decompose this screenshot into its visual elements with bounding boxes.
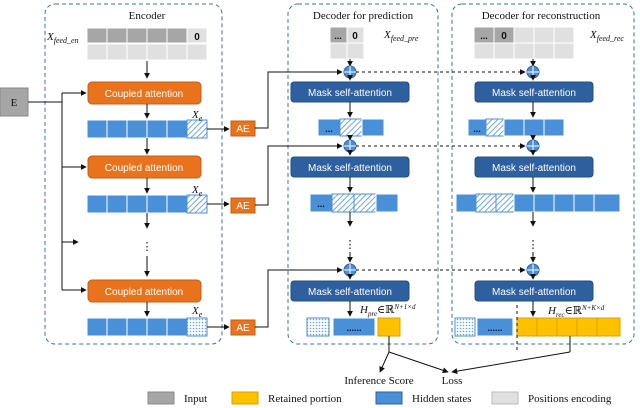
prediction-hidden-states: ... — [309, 193, 399, 213]
reconstruction-decoder-panel — [451, 3, 635, 345]
mask-self-attention-block: Mask self-attention — [290, 81, 410, 103]
svg-text:Coupled attention: Coupled attention — [105, 287, 183, 298]
svg-text:......: ...... — [346, 323, 361, 333]
mask-self-attention-block: Mask self-attention — [474, 156, 594, 178]
mask-self-attention-block: Mask self-attention — [290, 156, 410, 178]
svg-text:...: ... — [317, 199, 325, 209]
legend-input: Input — [184, 393, 207, 405]
encoder-title: Encoder — [129, 10, 166, 22]
svg-text:AE: AE — [236, 201, 250, 212]
reconstruction-feed-label: Xfeed_rec — [589, 29, 624, 43]
svg-text:AE: AE — [236, 124, 250, 135]
legend-swatch-input — [147, 391, 175, 405]
mask-self-attention-block: Mask self-attention — [290, 280, 410, 302]
coupled-attention-block: Coupled attention — [87, 81, 202, 105]
svg-text:0: 0 — [352, 31, 358, 42]
prediction-output-states: ...... — [306, 317, 401, 337]
adder-node — [343, 263, 357, 277]
h-pre-label: Hpre∈ℝN+1×d — [359, 303, 416, 318]
encoder-hidden-states — [86, 194, 208, 214]
encoder-feed-input: 0 — [86, 27, 208, 61]
encoder-panel — [44, 3, 223, 345]
mask-self-attention-block: Mask self-attention — [474, 280, 594, 302]
svg-text:AE: AE — [236, 323, 250, 334]
svg-text:...: ... — [480, 31, 488, 41]
svg-text:......: ...... — [487, 323, 502, 333]
reconstruction-decoder-title: Decoder for reconstruction — [482, 10, 601, 22]
reconstruction-hidden-states — [455, 193, 621, 213]
legend-swatch-positions — [491, 391, 519, 405]
encoder-hidden-states — [86, 119, 208, 139]
adder-node — [343, 65, 357, 79]
xe-label: Xe — [191, 305, 203, 319]
encoder-hidden-states — [86, 317, 208, 337]
legend-retained: Retained portion — [268, 393, 342, 405]
prediction-vdots: ⋮ — [345, 239, 356, 251]
prediction-hidden-states: ... — [317, 118, 385, 137]
svg-text:...: ... — [325, 124, 333, 134]
adder-node — [526, 263, 540, 277]
prediction-decoder-panel — [287, 3, 439, 345]
svg-text:Coupled attention: Coupled attention — [105, 163, 183, 174]
svg-text:Mask self-attention: Mask self-attention — [492, 287, 576, 298]
legend-swatch-retained — [231, 391, 259, 405]
adder-node — [526, 65, 540, 79]
reconstruction-feed-input: ... 0 — [473, 26, 575, 60]
svg-text:Mask self-attention: Mask self-attention — [492, 163, 576, 174]
ae-block: AE — [230, 197, 256, 214]
coupled-attention-block: Coupled attention — [87, 279, 202, 303]
prediction-feed-input: ... 0 — [329, 26, 365, 60]
ae-block: AE — [230, 319, 256, 336]
mask-self-attention-block: Mask self-attention — [474, 81, 594, 103]
inference-score-label: Inference Score — [344, 375, 413, 387]
prediction-feed-label: Xfeed_pre — [383, 29, 419, 43]
adder-node — [343, 139, 357, 153]
svg-text:Mask self-attention: Mask self-attention — [308, 287, 392, 298]
input-block-label: E — [11, 97, 18, 109]
h-rec-label: Hrec∈ℝN+K×d — [547, 304, 605, 319]
svg-text:0: 0 — [501, 31, 507, 42]
xe-label: Xe — [191, 109, 203, 123]
svg-text:...: ... — [334, 31, 342, 41]
svg-text:0: 0 — [194, 32, 200, 43]
svg-text:Coupled attention: Coupled attention — [105, 89, 183, 100]
reconstruction-vdots: ⋮ — [528, 239, 539, 251]
coupled-attention-block: Coupled attention — [87, 155, 202, 179]
svg-text:Mask self-attention: Mask self-attention — [308, 88, 392, 99]
loss-label: Loss — [442, 375, 463, 387]
reconstruction-hidden-states: ... — [467, 118, 565, 137]
adder-node — [526, 139, 540, 153]
encoder-feed-label: Xfeed_en — [46, 31, 79, 45]
prediction-decoder-title: Decoder for prediction — [313, 10, 414, 22]
xe-label: Xe — [191, 184, 203, 198]
reconstruction-output-states: ...... — [454, 317, 621, 337]
legend-positions: Positions encoding — [528, 393, 612, 405]
encoder-vdots: ⋮ — [142, 241, 153, 253]
svg-text:Mask self-attention: Mask self-attention — [492, 88, 576, 99]
svg-text:Mask self-attention: Mask self-attention — [308, 163, 392, 174]
legend-swatch-hidden — [375, 391, 403, 405]
ae-block: AE — [230, 120, 256, 137]
svg-text:...: ... — [473, 124, 481, 134]
legend-hidden: Hidden states — [412, 393, 472, 405]
legend: Input Retained portion Hidden states Pos… — [147, 391, 612, 405]
